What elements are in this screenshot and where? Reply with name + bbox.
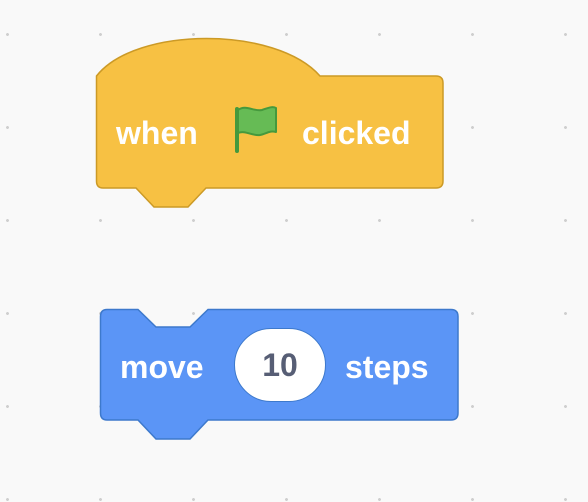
clicked-label: clicked	[302, 115, 411, 151]
when-flag-clicked-block[interactable]: when clicked	[95, 37, 444, 208]
move-steps-block[interactable]: move 10 steps	[99, 308, 460, 441]
move-label: move	[120, 349, 204, 385]
steps-label: steps	[345, 349, 429, 385]
steps-input[interactable]: 10	[234, 328, 326, 402]
green-flag-icon	[232, 104, 280, 156]
when-label: when	[116, 115, 198, 151]
